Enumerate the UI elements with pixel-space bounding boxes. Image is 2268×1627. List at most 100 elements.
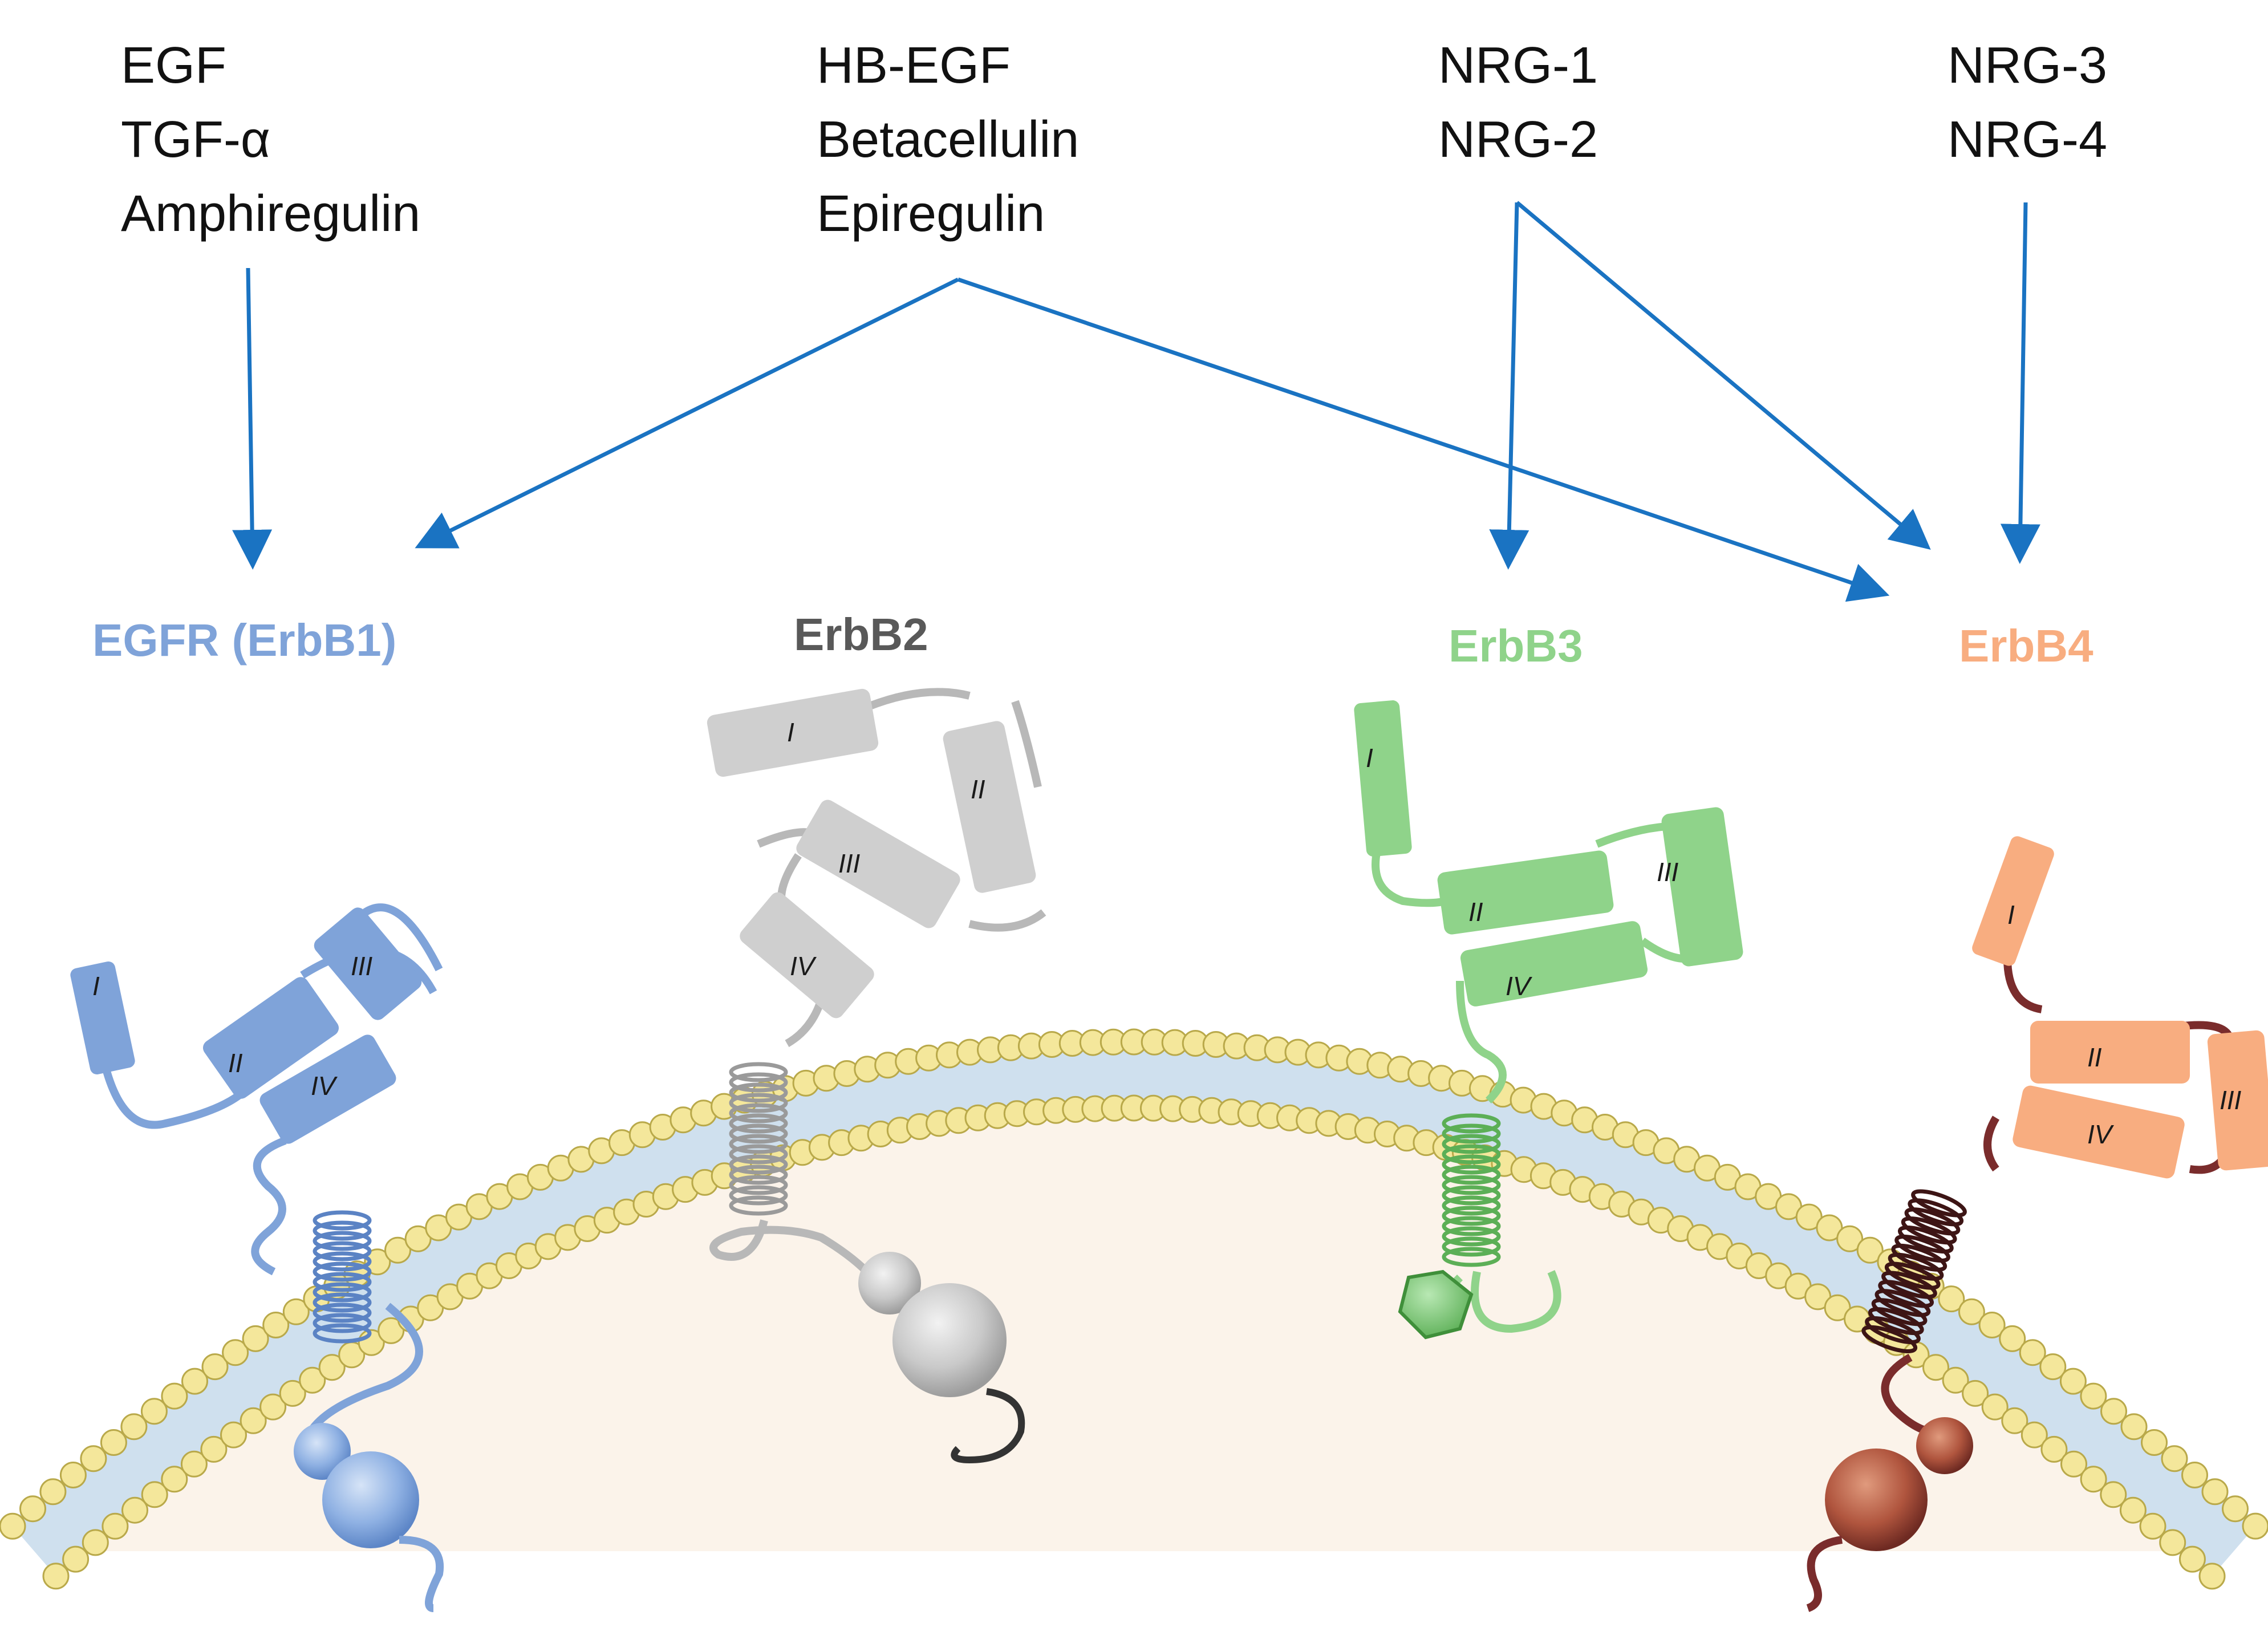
egfr-domain-i-label: I <box>92 971 100 1001</box>
phospholipid-head <box>1836 1225 1864 1252</box>
erbb2-domain-iv-label: IV <box>790 951 817 981</box>
erbb2-kinase-n-lobe <box>858 1252 921 1314</box>
helix-turn <box>1904 1207 1961 1236</box>
helix-turn <box>1442 1134 1501 1154</box>
phospholipid-head <box>1962 1379 1989 1407</box>
phospholipid-head <box>1816 1214 1843 1241</box>
erbb2-domain-iv <box>740 892 874 1019</box>
erbb4-kinase-n-lobe <box>1916 1417 1973 1474</box>
helix-turn <box>313 1251 372 1272</box>
receptor-label-erbb3: ErbB3 <box>1449 620 1583 671</box>
helix-turn <box>729 1123 788 1144</box>
ligand-group-1: EGF TGF-α Amphiregulin <box>121 37 420 242</box>
helix-turn <box>729 1072 788 1093</box>
erbb3-linker <box>1372 822 1708 1103</box>
erbb4-domain-iii <box>2207 1030 2268 1171</box>
egfr-domain-ii-label: II <box>228 1048 243 1078</box>
helix-turn <box>1908 1198 1964 1227</box>
erbb4-kinase-c-lobe <box>1825 1449 1928 1551</box>
helix-turn <box>313 1313 372 1333</box>
receptor-erbb2: I II III IV <box>707 688 1046 1464</box>
helix-turn <box>729 1113 788 1134</box>
ligand-hb-egf: HB-EGF <box>817 37 1011 94</box>
phospholipid-head <box>2080 1466 2107 1493</box>
phospholipid-head <box>161 1466 188 1493</box>
helix-turn <box>1865 1316 1921 1345</box>
erbb4-domain-ii <box>2030 1021 2190 1084</box>
erbb4-domain-ii-label: II <box>2087 1042 2102 1072</box>
arrow-g2-to-egfr <box>415 277 959 549</box>
erbb2-intracellular-linker <box>709 1219 870 1275</box>
receptor-egfr: I II III IV <box>70 903 444 1612</box>
phospholipid-head <box>141 1481 168 1508</box>
phospholipid-head <box>259 1393 287 1421</box>
helix-turn <box>1871 1298 1928 1326</box>
helix-turn <box>313 1210 372 1231</box>
phospholipid-head <box>181 1368 208 1395</box>
erbb3-domain-i-label: I <box>1366 743 1373 773</box>
helix-turn <box>729 1093 788 1113</box>
phospholipid-head <box>200 1435 228 1463</box>
helix-turn <box>1898 1226 1954 1254</box>
phospholipid-head <box>1981 1393 2009 1421</box>
phospholipid-head <box>82 1529 109 1556</box>
erbb2-domain-iii-label: III <box>838 849 861 878</box>
phospholipid-head <box>240 1407 267 1434</box>
phospholipid-head <box>2060 1450 2087 1478</box>
phospholipid-head <box>2100 1398 2127 1425</box>
phospholipid-head <box>2040 1435 2068 1463</box>
phospholipid-head <box>2059 1368 2087 1395</box>
egfr-domain-iv-label: IV <box>311 1071 338 1101</box>
phospholipid-head <box>364 1248 391 1276</box>
helix-turn <box>313 1220 372 1241</box>
helix-turn <box>729 1154 788 1175</box>
ligand-epiregulin: Epiregulin <box>817 185 1045 242</box>
helix-turn <box>1894 1234 1950 1263</box>
arrow-g3-to-erbb3 <box>1489 202 1529 570</box>
helix-turn <box>1868 1307 1924 1336</box>
phospholipid-head <box>318 1354 346 1381</box>
phospholipid-head <box>201 1353 229 1381</box>
ligand-egf: EGF <box>121 37 226 94</box>
ligand-group-2: HB-EGF Betacellulin Epiregulin <box>817 37 1079 242</box>
erbb4-domain-i <box>1972 836 2054 966</box>
phospholipid-head <box>2141 1429 2168 1456</box>
phospholipid-head <box>222 1339 249 1366</box>
phospholipid-head <box>2159 1529 2186 1556</box>
phospholipid-head <box>2001 1407 2028 1434</box>
helix-turn <box>1911 1189 1967 1218</box>
phospholipid-head <box>1958 1298 1985 1325</box>
phospholipid-head <box>1978 1312 2006 1338</box>
erbb4-domain-iii-label: III <box>2220 1085 2242 1115</box>
ligand-nrg-2: NRG-2 <box>1438 111 1598 168</box>
helix-turn <box>729 1185 788 1206</box>
arrow-g1-to-egfr <box>232 267 273 570</box>
phospholipid-head <box>59 1462 87 1488</box>
phospholipid-head <box>299 1366 326 1394</box>
phospholipid-head <box>19 1495 46 1523</box>
phospholipid-head <box>2161 1445 2188 1472</box>
erbb4-transmembrane-helix <box>1861 1189 1967 1353</box>
receptor-label-egfr: EGFR (ErbB1) <box>92 615 396 666</box>
phospholipid-head <box>121 1496 148 1524</box>
phospholipid-head <box>279 1379 306 1407</box>
helix-turn <box>1442 1154 1501 1175</box>
helix-turn <box>1442 1175 1501 1195</box>
helix-turn <box>313 1292 372 1313</box>
helix-turn <box>1442 1247 1501 1267</box>
phospholipid-head <box>2100 1481 2127 1508</box>
helix-turn <box>1442 1195 1501 1216</box>
ligand-nrg-3: NRG-3 <box>1948 37 2107 94</box>
helix-turn <box>1442 1236 1501 1257</box>
erbb3-domain-ii-label: II <box>1468 897 1483 927</box>
egfr-transmembrane-helix <box>313 1210 372 1344</box>
ligand-nrg-4: NRG-4 <box>1948 111 2107 168</box>
phospholipid-head <box>220 1421 247 1449</box>
erbb4-domain-iv-label: IV <box>2087 1119 2115 1149</box>
erbb3-transmembrane-helix <box>1442 1113 1501 1267</box>
phospholipid-head <box>2178 1545 2206 1573</box>
helix-turn <box>313 1241 372 1261</box>
erbb2-domain-iii <box>796 800 960 928</box>
